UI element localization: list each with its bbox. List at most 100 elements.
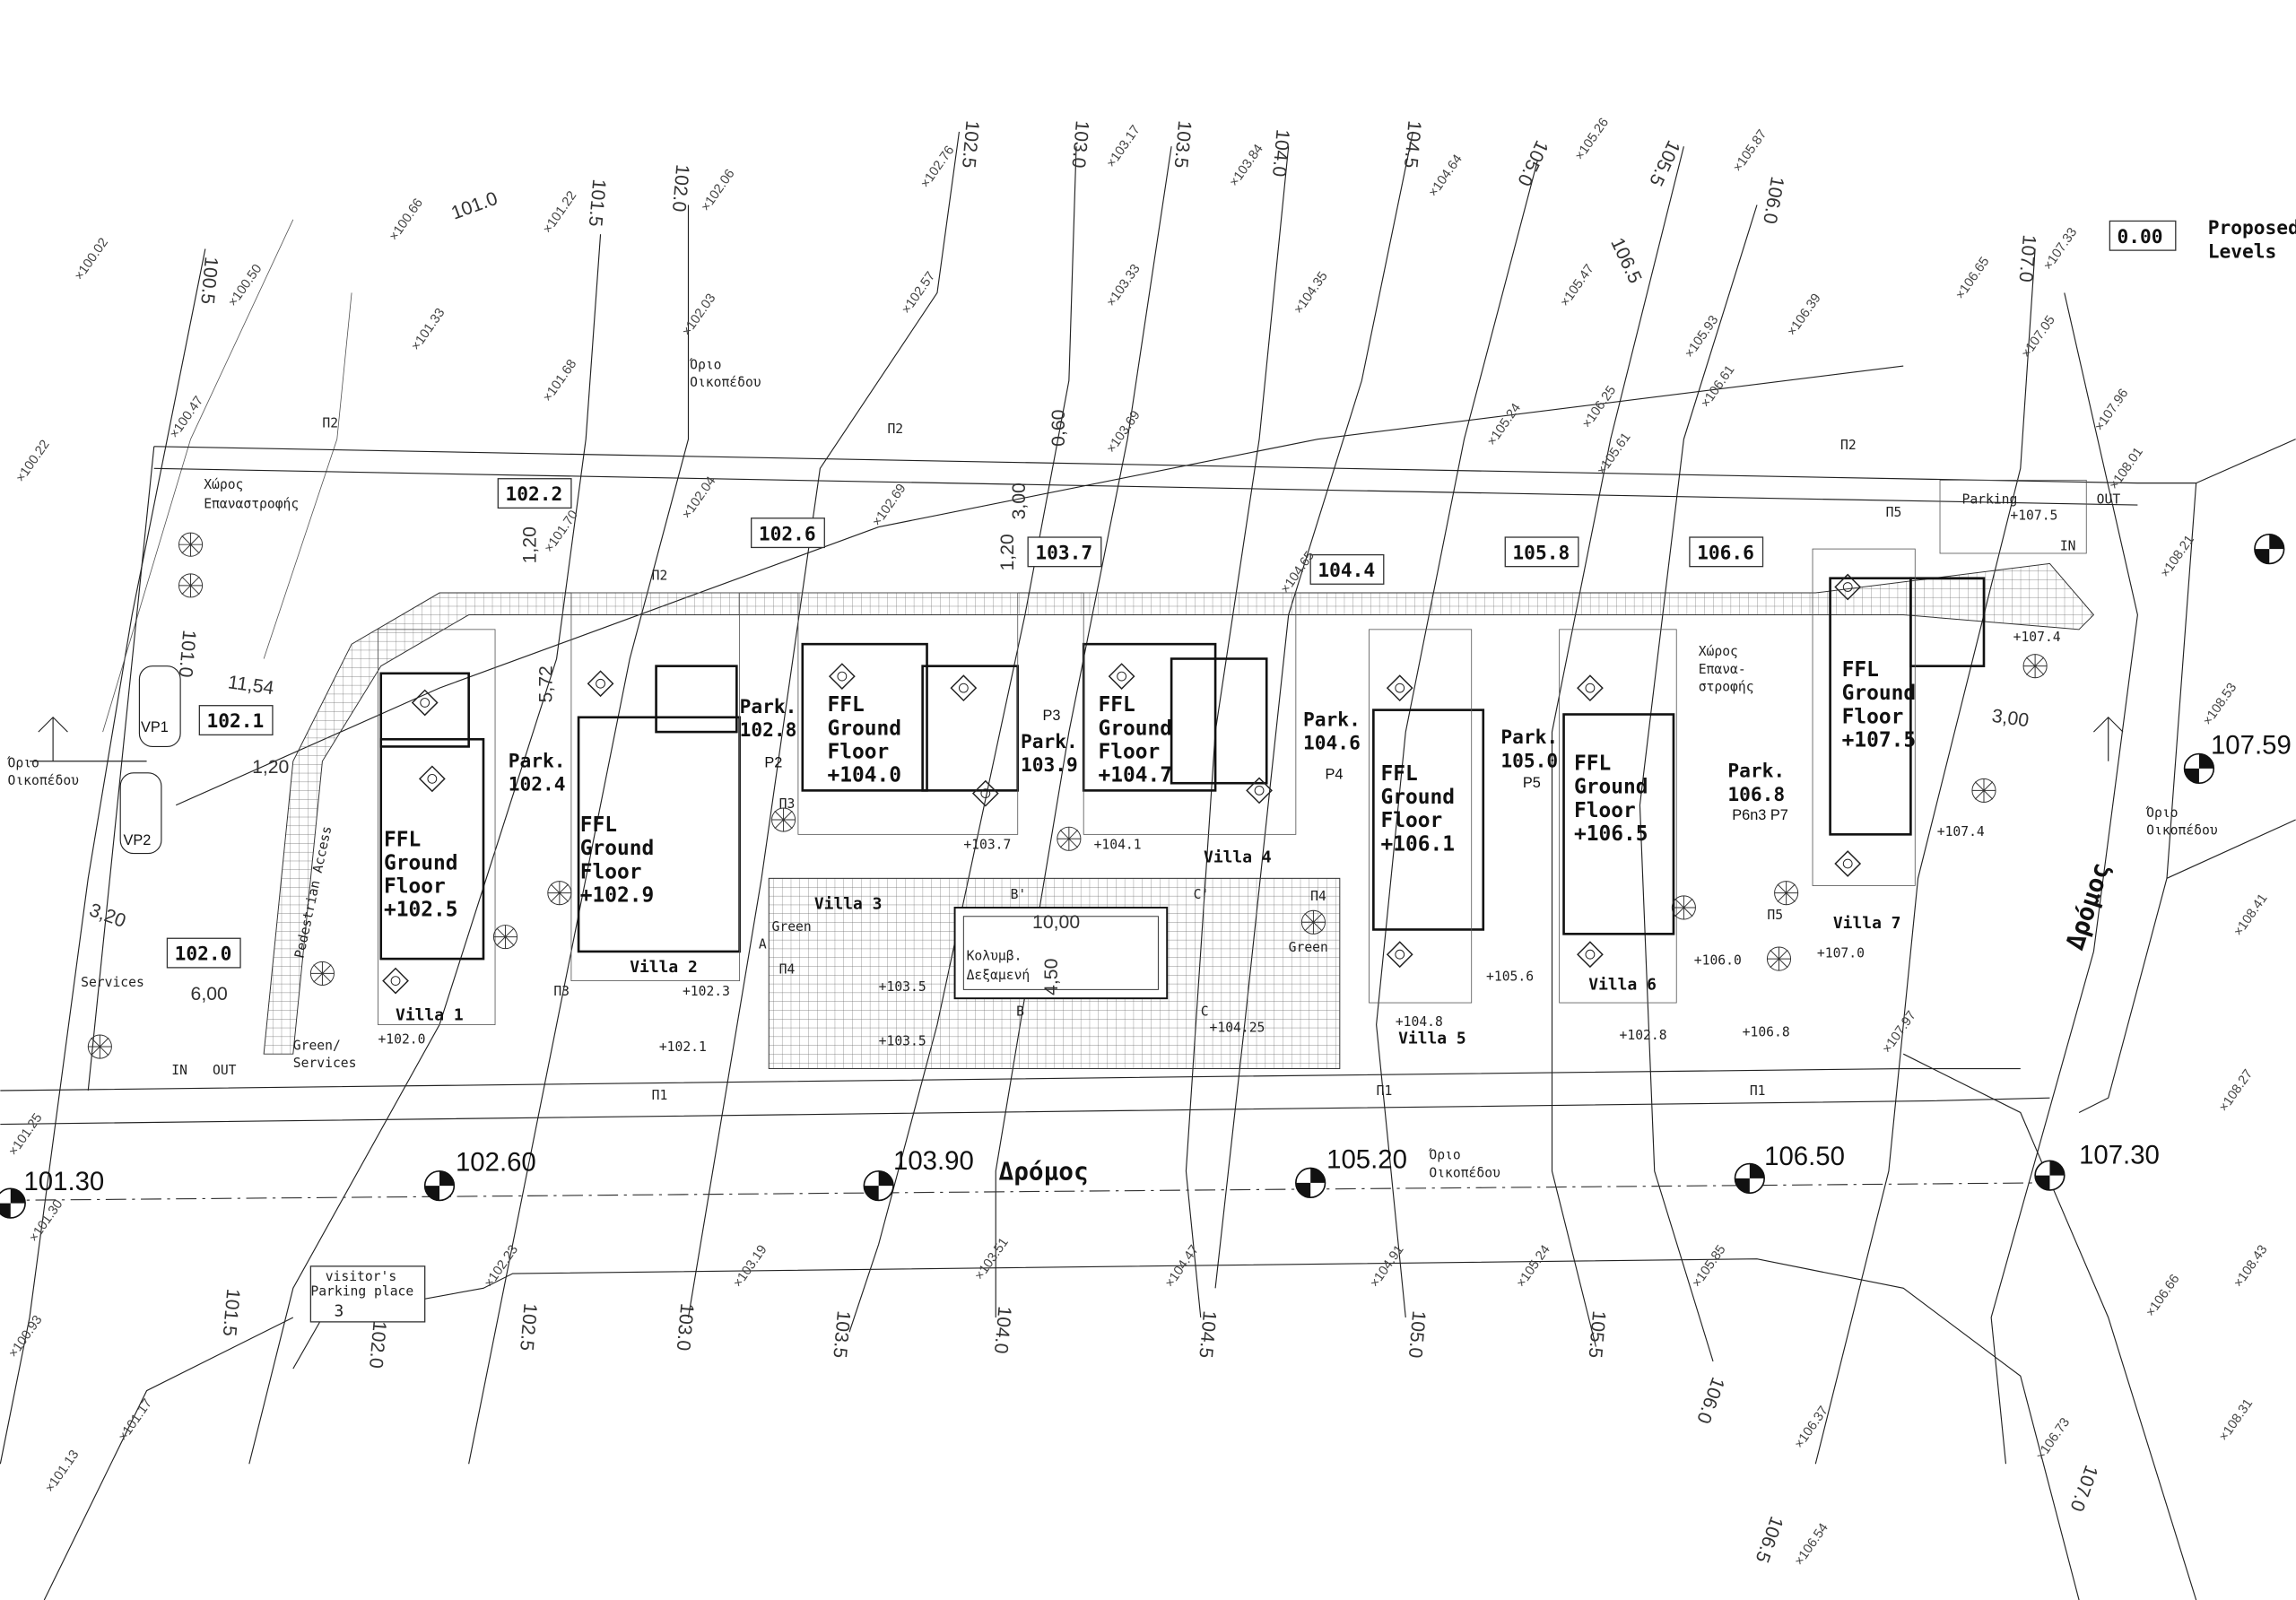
villa-names: Villa 1 Villa 2 Villa 3 Villa 4 Villa 5 … (396, 848, 1900, 1048)
green-services-label: Green/Services (293, 1038, 357, 1071)
spot-height: ×107.97 (1880, 1009, 1919, 1057)
contour-label: 102.5 (516, 1302, 541, 1352)
benchmarks (0, 533, 2285, 1219)
villa-name: Villa 1 (396, 1006, 464, 1025)
spot-height: ×106.61 (1699, 363, 1738, 411)
legend-sample-value: 0.00 (2118, 226, 2163, 248)
parking-code: P5 (1523, 775, 1541, 791)
terrace-level: +106.0 (1694, 953, 1742, 969)
dimension: 10,00 (1032, 912, 1080, 933)
arrow-icon (29, 716, 147, 762)
parking-code: P3 (1042, 708, 1060, 724)
boundary-code: Π2 (322, 416, 338, 431)
out-label: OUT (213, 1063, 237, 1078)
contour-label: 104.0 (1268, 128, 1293, 178)
parking-codes: P2 P3 P4 P5 P6n3 P7 VP1 VP2 (123, 708, 1787, 848)
spot-height: ×101.17 (116, 1396, 155, 1444)
terrace-level: +104.25 (1210, 1021, 1265, 1036)
pool-label: Κολυμβ.Δεξαμενή (967, 949, 1031, 983)
contour-label: 105.0 (1405, 1309, 1430, 1359)
boundary-code: Π5 (1767, 908, 1783, 923)
villa-name: Villa 5 (1398, 1030, 1466, 1048)
boundary-code: Π1 (652, 1088, 668, 1103)
boundary-code: Π2 (1840, 438, 1857, 453)
parking-code: VP2 (123, 832, 151, 848)
level-box: 106.6 (1697, 543, 1754, 565)
contour-label: 103.0 (673, 1302, 698, 1352)
terrace-level: +103.5 (879, 979, 926, 995)
dimension: 5,72 (536, 665, 557, 702)
spot-height: ×105.24 (1484, 401, 1524, 448)
spot-height: ×100.50 (226, 262, 265, 309)
spot-height: ×102.76 (918, 143, 958, 191)
boundary-code: Π2 (887, 422, 903, 437)
services-label: Services (81, 975, 144, 990)
dimension: 3,20 (87, 900, 129, 932)
road-level: 102.60 (456, 1148, 536, 1178)
boundary-code: Π3 (553, 984, 570, 999)
swimming-pool (953, 906, 1169, 1000)
boundary-code: Π1 (1750, 1083, 1766, 1099)
out-label-east: OUT (2097, 491, 2121, 507)
contour-label: 104.5 (1195, 1309, 1220, 1359)
villa-name: Villa 2 (630, 958, 698, 977)
parking-label: Park.104.6 (1303, 709, 1361, 755)
parking-code: P6n3 P7 (1732, 807, 1788, 823)
spot-height: ×107.33 (2041, 225, 2081, 273)
spot-height: ×106.66 (2144, 1272, 2183, 1319)
road-level: 107.59 (2211, 731, 2292, 761)
level-box: 102.6 (759, 523, 816, 545)
legend-label-line1: Proposed (2208, 217, 2296, 239)
level-box: 104.4 (1318, 560, 1375, 582)
boundary-code: Π3 (779, 796, 796, 812)
boundary-code: Π1 (1377, 1083, 1393, 1099)
parking-code: VP1 (141, 719, 169, 735)
spot-height: ×103.19 (731, 1243, 770, 1291)
villa-name: Villa 3 (814, 895, 883, 914)
road-levels: 101.30 102.60 103.90 105.20 106.50 107.3… (23, 731, 2291, 1196)
contour-label: 107.0 (2014, 234, 2039, 283)
proposed-levels: 102.2 102.6 103.7 104.4 105.8 106.6 102.… (166, 478, 1764, 969)
contour-label: 106.5 (1606, 235, 1645, 287)
villas (378, 479, 2087, 1025)
spot-height: ×102.04 (680, 474, 719, 522)
contour-label: 100.5 (196, 256, 222, 305)
boundary-code: Π2 (652, 568, 668, 583)
green-label: Green (1289, 940, 1328, 955)
dimension: 3,00 (1009, 483, 1030, 519)
spot-height: ×106.54 (1792, 1521, 1831, 1569)
contour-label: 106.5 (1751, 1514, 1787, 1566)
terrace-level: +105.6 (1486, 970, 1534, 985)
contour-label: 107.0 (2066, 1462, 2101, 1514)
parking-code: P2 (764, 754, 782, 770)
spot-height: ×103.33 (1104, 262, 1144, 309)
road-level: 103.90 (893, 1146, 974, 1176)
contour-label: 102.0 (365, 1320, 390, 1370)
terrace-level: +103.5 (879, 1033, 926, 1048)
terrace-level: +104.1 (1094, 838, 1142, 853)
spot-height: ×108.43 (2231, 1243, 2271, 1291)
spot-height: ×106.73 (2033, 1415, 2073, 1463)
spot-height: ×102.06 (699, 167, 738, 214)
contour-label: 101.5 (219, 1288, 244, 1337)
level-box: 102.2 (505, 483, 562, 506)
spot-height: ×102.57 (899, 269, 938, 317)
contour-label: 106.0 (1759, 175, 1787, 225)
section-mark: A (759, 937, 767, 952)
parking-label: Park.103.9 (1021, 731, 1078, 777)
terrace-level: +102.1 (659, 1039, 707, 1055)
boundary-codes: Π1 Π1 Π1 Π2 Π2 Π2 Π2 Π3 Π3 Π4 Π4 Π5 Π5 (322, 416, 1901, 1103)
dimension: 1,20 (252, 757, 289, 778)
terrace-levels: +102.0 +102.3 +102.1 +103.7 +104.1 +103.… (378, 508, 2060, 1054)
contour-label: 102.5 (958, 119, 983, 169)
